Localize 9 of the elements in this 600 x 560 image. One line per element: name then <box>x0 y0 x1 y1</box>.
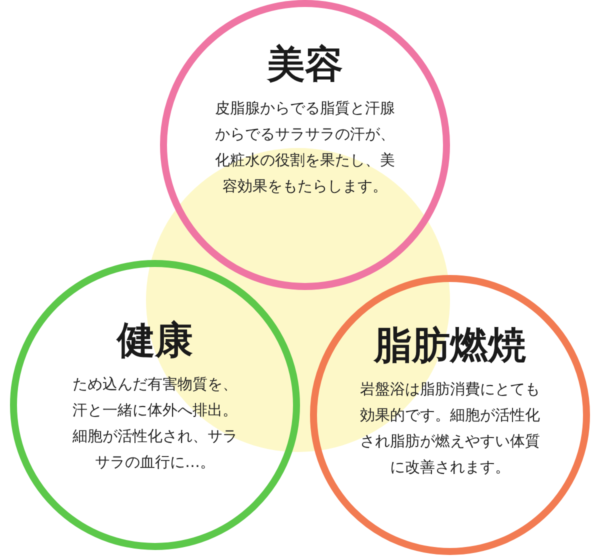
description-text: 皮脂腺からでる脂質と汗腺からでるサラサラの汗が、化粧水の役割を果たし、美容効果をもたらします。 <box>214 98 396 198</box>
circle-heading: 脂肪燃焼 <box>374 322 526 368</box>
circle-frame <box>160 0 450 290</box>
circle-heading: 美容 <box>267 41 343 87</box>
circle-frame <box>310 275 590 555</box>
description-text: 岩盤浴は脂肪消費にとても効果的です。細胞が活性化され脂肪が燃えやすい体質に改善されます。 <box>359 378 541 478</box>
circle-frame <box>10 260 300 550</box>
circle-heading: 健康 <box>117 317 193 363</box>
description-text: ため込んだ有害物質を、汗と一緒に体外へ排出。細胞が活性化され、サラサラの血行に…。 <box>72 374 238 474</box>
